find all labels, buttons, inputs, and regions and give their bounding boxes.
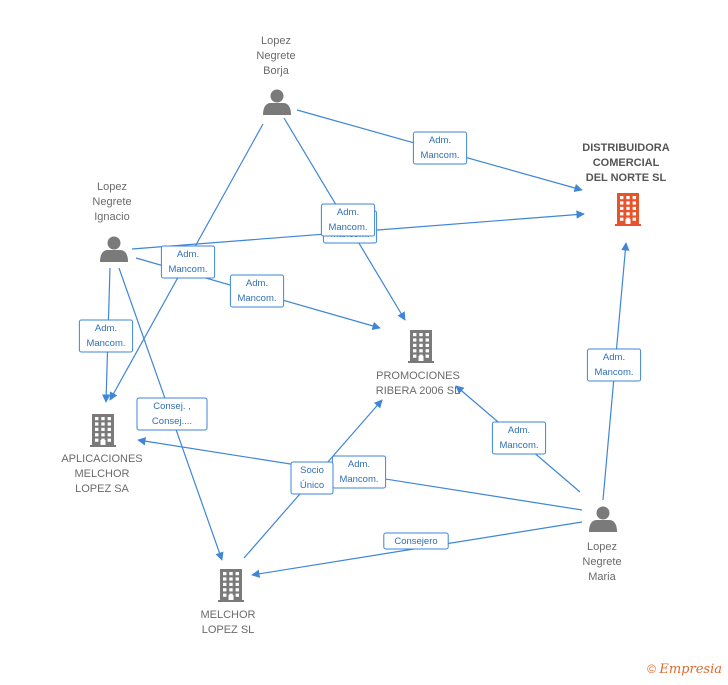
edge-label-text: Mancom.	[499, 440, 538, 451]
edge-label-text: Mancom.	[328, 222, 367, 233]
promociones-building-icon	[408, 330, 434, 363]
node-label-aplicaciones: MELCHOR	[74, 468, 129, 480]
ignacio-person-icon	[100, 236, 128, 262]
node-label-maria: Negrete	[582, 556, 621, 568]
melchor-building-icon	[218, 569, 244, 602]
edge-label-text: Socio	[300, 465, 324, 476]
node-aplicaciones[interactable]: APLICACIONES MELCHOR LOPEZ SA	[61, 414, 143, 495]
node-label-borja: Negrete	[256, 50, 295, 62]
edge-label-maria-to-aplicaciones[interactable]: Adm. Mancom.	[331, 455, 387, 489]
edge-label-text: Mancom.	[168, 264, 207, 275]
edge-label-text: Mancom.	[86, 338, 125, 349]
node-melchor[interactable]: MELCHOR LOPEZ SL	[200, 569, 256, 636]
node-label-distribuidora: COMERCIAL	[593, 157, 660, 169]
node-label-borja: Borja	[263, 65, 290, 77]
edge-label-borja-to-distribuidora[interactable]: Adm. Mancom.	[412, 131, 468, 165]
node-label-melchor: LOPEZ SL	[202, 624, 255, 636]
edges-layer	[102, 109, 630, 578]
edge-label-text: Adm.	[177, 249, 199, 260]
maria-person-icon	[589, 506, 617, 532]
node-label-maria: Lopez	[587, 541, 617, 553]
node-label-borja: Lopez	[261, 35, 291, 47]
edge-label-text: Adm.	[429, 135, 451, 146]
edge-label-ignacio-to-distribuidora[interactable]: Adm. Mancom.	[320, 203, 376, 237]
edge-label-text: Único	[300, 480, 324, 491]
edge-label-text: Mancom.	[237, 293, 276, 304]
edge-label-borja-to-aplicaciones[interactable]: Adm. Mancom.	[160, 245, 216, 279]
edge-label-text: Consej....	[152, 416, 192, 427]
brand-logo: Empresia	[659, 662, 722, 677]
edge-label-text: Consejero	[394, 536, 437, 547]
node-label-ignacio: Negrete	[92, 196, 131, 208]
edge-label-ignacio-to-promociones[interactable]: Adm. Mancom.	[229, 274, 285, 308]
edge-label-maria-to-melchor[interactable]: Consejero	[383, 532, 449, 550]
edge-label-text: Adm.	[348, 459, 370, 470]
copyright-icon: ©	[647, 662, 657, 676]
edge-label-text: Mancom.	[594, 367, 633, 378]
edge-label-text: Adm.	[603, 352, 625, 363]
edge-label-ignacio-to-aplicaciones[interactable]: Adm. Mancom.	[78, 319, 134, 353]
node-label-distribuidora: DEL NORTE SL	[586, 172, 667, 184]
edge-label-ignacio-to-melchor[interactable]: Consej. , Consej....	[136, 397, 208, 431]
edge-label-text: Adm.	[337, 207, 359, 218]
node-label-promociones: RIBERA 2006 SL	[376, 385, 460, 397]
edge-label-text: Mancom.	[420, 150, 459, 161]
edge-label-text: Adm.	[95, 323, 117, 334]
edge-label-text: Mancom.	[339, 474, 378, 485]
node-label-promociones: PROMOCIONES	[376, 370, 460, 382]
node-distribuidora[interactable]: DISTRIBUIDORA COMERCIAL DEL NORTE SL	[582, 142, 670, 226]
edge-label-text: Adm.	[508, 425, 530, 436]
node-label-ignacio: Ignacio	[94, 211, 129, 223]
distribuidora-building-icon	[615, 193, 641, 226]
aplicaciones-building-icon	[90, 414, 116, 447]
borja-person-icon	[263, 89, 291, 115]
nodes-layer: LopezNegreteBorjaLopezNegreteIgnacioLope…	[61, 35, 669, 636]
node-label-distribuidora: DISTRIBUIDORA	[582, 142, 669, 154]
node-promociones[interactable]: PROMOCIONES RIBERA 2006 SL	[376, 330, 460, 397]
edge-label-text: Adm.	[246, 278, 268, 289]
edge-labels-layer: Adm. Mancom. Adm. Mancom. Adm. Mancom. Adm. Man…	[78, 131, 642, 550]
footer-brand: © Empresia	[647, 662, 722, 677]
node-label-maria: Maria	[588, 571, 616, 583]
node-label-melchor: MELCHOR	[200, 609, 255, 621]
node-label-aplicaciones: LOPEZ SA	[75, 483, 129, 495]
edge-label-maria-to-promociones[interactable]: Adm. Mancom.	[491, 421, 547, 455]
node-label-aplicaciones: APLICACIONES	[61, 453, 142, 465]
edge-label-maria-to-distribuidora[interactable]: Adm. Mancom.	[586, 348, 642, 382]
edge-label-text: Consej. ,	[153, 401, 191, 412]
node-label-ignacio: Lopez	[97, 181, 127, 193]
